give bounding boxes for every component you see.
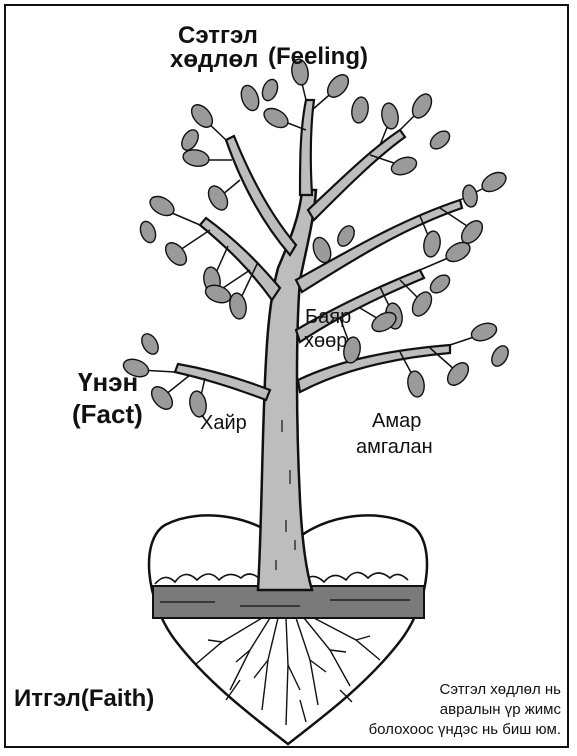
fact-label-en: (Fact)	[72, 400, 143, 428]
caption-line3: болохоос үндэс нь биш юм.	[301, 720, 561, 740]
feeling-label-mn-line2: хөдлөл	[170, 48, 258, 72]
faith-label-mn: Итгэл	[14, 685, 81, 712]
joy-label-line1: Баяр	[305, 306, 351, 328]
peace-label-line1: Амар	[372, 410, 421, 432]
joy-label-line2: хөөр	[304, 330, 347, 352]
faith-label-en: (Faith)	[81, 685, 154, 712]
fact-label-mn: Үнэн	[78, 368, 138, 396]
peace-label-line2: амгалан	[356, 436, 433, 458]
love-label: Хайр	[200, 412, 247, 434]
feeling-label-en: (Feeling)	[268, 44, 368, 70]
caption-line2: авралын үр жимс	[301, 700, 561, 720]
caption-line1: Сэтгэл хөдлөл нь	[301, 680, 561, 700]
faith-label: Итгэл(Faith)	[14, 686, 154, 712]
feeling-label-mn-line1: Сэтгэл	[178, 24, 258, 48]
